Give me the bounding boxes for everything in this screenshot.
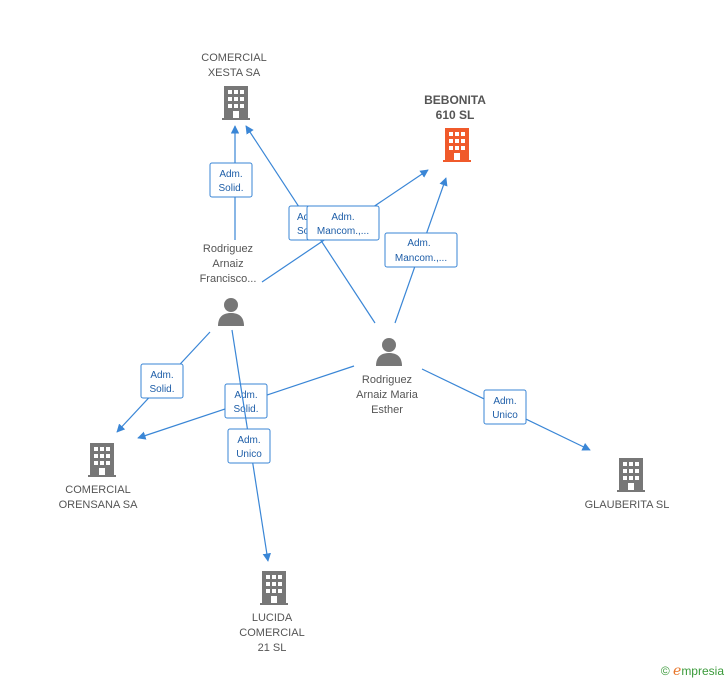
edge-label-box: Adm. Mancom.,... (306, 205, 380, 241)
edge-francisco-orensana: Adm. Solid. (116, 331, 211, 433)
svg-text:ORENSANA SA: ORENSANA SA (59, 499, 139, 511)
svg-text:LUCIDA: LUCIDA (252, 612, 293, 624)
svg-text:Mancom.,...: Mancom.,... (317, 226, 369, 237)
edge-maria-bebonita: Adm. Mancom.,... (384, 177, 458, 324)
svg-text:Francisco...: Francisco... (200, 273, 257, 285)
svg-text:Arnaiz Maria: Arnaiz Maria (356, 389, 419, 401)
svg-text:Solid.: Solid. (233, 404, 258, 415)
svg-text:GLAUBERITA SL: GLAUBERITA SL (585, 499, 670, 511)
svg-text:COMERCIAL: COMERCIAL (239, 627, 304, 639)
building-icon (260, 571, 288, 605)
person-icon (376, 338, 402, 366)
svg-text:Adm.: Adm. (150, 370, 173, 381)
edge-label-box: Adm. Mancom.,... (384, 232, 458, 268)
copyright-symbol: © (660, 664, 670, 678)
node-glauberita[interactable]: GLAUBERITA SL (585, 458, 670, 511)
edge-maria-glauberita: Adm. Unico (421, 368, 591, 451)
svg-text:Solid.: Solid. (149, 384, 174, 395)
node-bebonita[interactable]: BEBONITA 610 SL (424, 93, 486, 162)
edge-francisco-lucida: Adm. Unico (227, 329, 271, 562)
node-rodriguez-francisco[interactable]: Rodriguez Arnaiz Francisco... (200, 243, 257, 326)
edge-francisco-xesta: Adm. Solid. (209, 125, 253, 240)
building-icon (443, 128, 471, 162)
svg-text:COMERCIAL: COMERCIAL (201, 52, 266, 64)
svg-text:Rodriguez: Rodriguez (203, 243, 253, 255)
svg-text:Adm.: Adm. (331, 212, 354, 223)
building-icon (88, 443, 116, 477)
svg-text:Unico: Unico (236, 449, 262, 460)
svg-text:Adm.: Adm. (237, 435, 260, 446)
edge-francisco-bebonita: Adm. Mancom.,... (261, 169, 429, 283)
edge-maria-orensana: Adm. Solid. (137, 365, 355, 440)
svg-text:Adm.: Adm. (407, 238, 430, 249)
svg-text:Adm.: Adm. (234, 390, 257, 401)
node-comercial-xesta[interactable]: COMERCIAL XESTA SA (201, 52, 267, 120)
edge-label-box: Adm. Solid. (140, 363, 184, 399)
svg-text:21 SL: 21 SL (258, 642, 287, 654)
svg-text:Adm.: Adm. (493, 396, 516, 407)
svg-text:Mancom.,...: Mancom.,... (395, 253, 447, 264)
node-rodriguez-maria[interactable]: Rodriguez Arnaiz Maria Esther (356, 338, 419, 416)
svg-text:Arnaiz: Arnaiz (212, 258, 243, 270)
brand-initial: e (673, 663, 682, 679)
edge-label-box: Adm. Unico (227, 428, 271, 464)
person-icon (218, 298, 244, 326)
svg-text:COMERCIAL: COMERCIAL (65, 484, 130, 496)
brand-footer: © empresia (661, 663, 724, 679)
svg-text:XESTA SA: XESTA SA (208, 67, 261, 79)
edge-label-box: Adm. Unico (483, 389, 527, 425)
brand-name: mpresia (681, 664, 724, 678)
svg-text:Solid.: Solid. (218, 183, 243, 194)
svg-text:Unico: Unico (492, 410, 518, 421)
building-icon (222, 86, 250, 120)
svg-text:610 SL: 610 SL (436, 108, 475, 122)
building-icon (617, 458, 645, 492)
svg-text:BEBONITA: BEBONITA (424, 93, 486, 107)
edge-label-box: Adm. Solid. (224, 383, 268, 419)
node-comercial-orensana[interactable]: COMERCIAL ORENSANA SA (59, 443, 139, 511)
svg-text:Esther: Esther (371, 404, 403, 416)
node-lucida[interactable]: LUCIDA COMERCIAL 21 SL (239, 571, 305, 654)
svg-text:Rodriguez: Rodriguez (362, 374, 412, 386)
edge-label-box: Adm. Solid. (209, 162, 253, 198)
svg-text:Adm.: Adm. (219, 169, 242, 180)
